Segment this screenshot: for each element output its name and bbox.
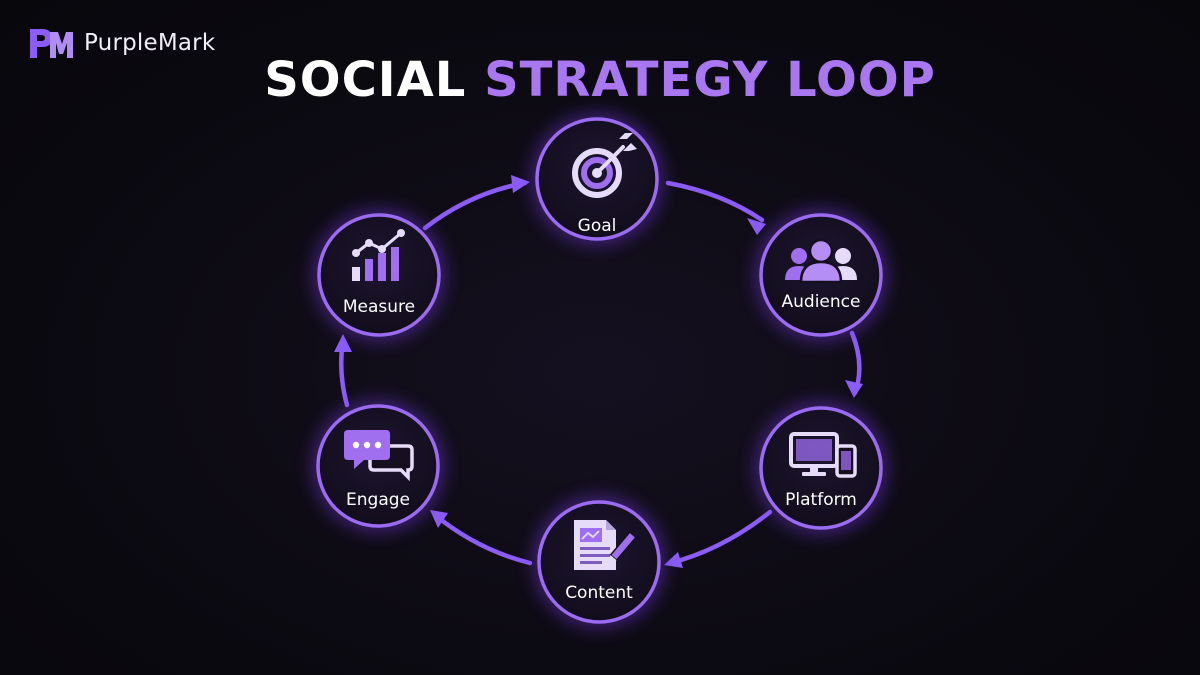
node-label-platform: Platform [785, 490, 857, 510]
node-label-engage: Engage [346, 490, 410, 510]
arrowhead-to-engage [430, 510, 448, 528]
connector-measure-goal [422, 180, 528, 231]
arrowhead-to-content [664, 552, 683, 568]
loop-arrowheads [334, 175, 863, 568]
arrowhead-to-audience [747, 218, 766, 235]
node-label-content: Content [565, 583, 633, 603]
node-label-goal: Goal [578, 216, 617, 236]
connector-goal-audience [665, 180, 765, 223]
chat-bubbles-icon [344, 430, 414, 482]
pm-monogram-icon [30, 29, 73, 58]
connector-platform-content [667, 509, 773, 566]
page-title: SOCIAL STRATEGY LOOP [0, 52, 1200, 108]
title-part-social: SOCIAL [264, 52, 467, 108]
document-edit-icon [574, 520, 637, 570]
node-measure: Measure [313, 209, 445, 341]
analytics-chart-icon [352, 229, 405, 281]
node-audience: Audience [755, 209, 887, 341]
title-part-strategy-loop: STRATEGY LOOP [484, 52, 936, 108]
node-label-audience: Audience [782, 292, 861, 312]
target-icon [572, 133, 637, 198]
brand: PurpleMark [28, 26, 215, 60]
node-content: Content [533, 496, 665, 628]
connector-content-engage [432, 512, 533, 566]
arrowhead-to-platform [845, 380, 863, 398]
node-label-measure: Measure [343, 297, 415, 317]
users-icon [785, 238, 857, 284]
arrowhead-to-measure [334, 334, 352, 352]
node-platform: Platform [755, 402, 887, 534]
node-engage: Engage [312, 400, 444, 532]
devices-icon [789, 432, 857, 478]
brand-name: PurpleMark [84, 30, 216, 56]
node-goal: Goal [531, 113, 663, 245]
arrowhead-to-goal [511, 175, 530, 193]
